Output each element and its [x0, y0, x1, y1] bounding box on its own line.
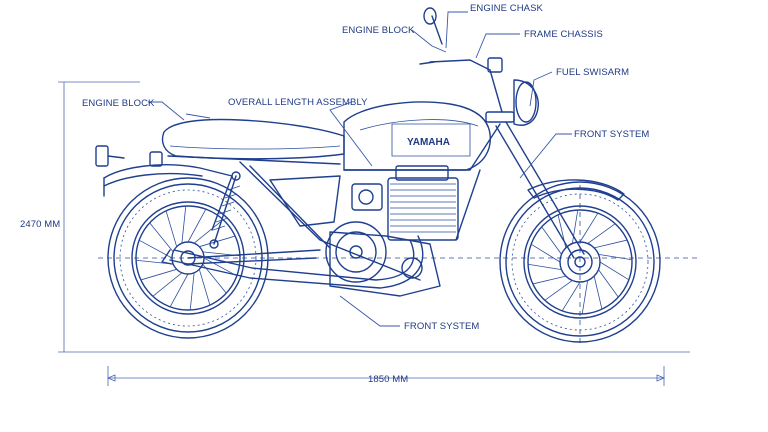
label-fuel-swisarm: FUEL SWISARM	[556, 67, 629, 78]
triple-clamp	[485, 111, 515, 123]
front-fender	[527, 179, 625, 201]
crankcase-cover	[325, 221, 387, 283]
carburetor	[351, 183, 383, 211]
tail-light	[95, 145, 109, 167]
label-engine-chask: ENGINE CHASK	[470, 3, 544, 14]
seat	[161, 118, 345, 165]
label-height-dimension: 2470 MM	[20, 219, 60, 230]
label-front-system-right: FRONT SYSTEM	[574, 129, 649, 140]
tank-brand-text: YAMAHA	[407, 137, 450, 148]
exhaust	[161, 235, 424, 289]
dimension-lines	[58, 81, 700, 386]
engine-cylinder	[387, 177, 459, 241]
cylinder-head	[395, 165, 449, 181]
length-arrow-right	[656, 374, 666, 382]
fuel-tank: YAMAHA	[343, 101, 491, 171]
label-engine-block-left: ENGINE BLOCK	[82, 98, 155, 109]
headlight	[513, 79, 539, 126]
length-arrow-left	[106, 374, 116, 382]
rear-turn-signal	[149, 151, 163, 167]
label-frame-chassis: FRAME CHASSIS	[524, 29, 603, 40]
label-length-dimension: 1850 MM	[368, 374, 408, 385]
handlebars	[419, 7, 503, 113]
cylinder-cooling-fins	[390, 183, 456, 233]
frame	[187, 123, 501, 281]
mirror	[423, 7, 437, 25]
engine-block	[325, 165, 459, 297]
rear-fender	[95, 145, 233, 197]
swingarm	[187, 249, 321, 259]
label-engine-block-top: ENGINE BLOCK	[342, 25, 415, 36]
front-wheel-spokes	[527, 209, 633, 315]
rear-shock-absorber	[209, 171, 241, 249]
leader-lines	[148, 11, 572, 327]
front-wheel	[499, 181, 661, 343]
mirror-stem	[431, 15, 443, 45]
instrument-cluster	[487, 57, 503, 73]
label-overall-length: OVERALL LENGTH ASSEMBLY	[228, 97, 368, 108]
label-front-system-bottom: FRONT SYSTEM	[404, 321, 479, 332]
side-cover	[269, 175, 341, 227]
callout-labels: ENGINE CHASK ENGINE BLOCK FRAME CHASSIS …	[20, 3, 649, 385]
